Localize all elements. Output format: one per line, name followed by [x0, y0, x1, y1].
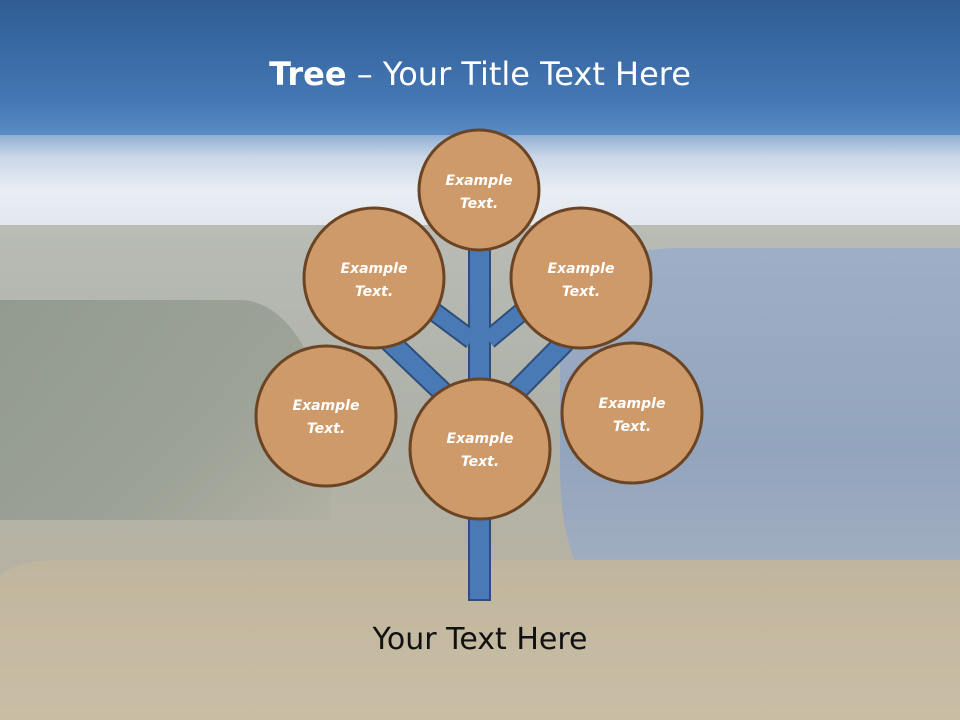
node-circle	[302, 206, 446, 350]
node-label-line2: Text.	[562, 284, 600, 300]
node-top: Example Text.	[417, 128, 541, 252]
node-label-line1: Example	[293, 398, 360, 414]
footer-text: Your Text Here	[372, 622, 588, 657]
node-label-line2: Text.	[613, 419, 651, 435]
node-label-line1: Example	[341, 261, 408, 277]
node-center: Example Text.	[408, 377, 552, 521]
node-circle	[408, 377, 552, 521]
title-bar	[0, 0, 960, 135]
node-label-line1: Example	[599, 396, 666, 412]
node-label-line2: Text.	[307, 421, 345, 437]
node-upper-left: Example Text.	[302, 206, 446, 350]
node-lower-right: Example Text.	[560, 341, 704, 485]
node-circle	[417, 128, 541, 252]
node-label-line2: Text.	[460, 196, 498, 212]
node-lower-left: Example Text.	[254, 344, 398, 488]
title-bold: Tree	[269, 55, 347, 93]
node-circle	[560, 341, 704, 485]
node-label-line2: Text.	[461, 454, 499, 470]
title-rest: Your Title Text Here	[382, 55, 691, 93]
title-dash: –	[346, 55, 383, 93]
node-label-line1: Example	[447, 431, 514, 447]
node-label-line1: Example	[446, 173, 513, 189]
slide-title: Tree – Your Title Text Here	[0, 52, 960, 96]
node-label-line1: Example	[548, 261, 615, 277]
node-circle	[254, 344, 398, 488]
node-label-line2: Text.	[355, 284, 393, 300]
node-circle	[509, 206, 653, 350]
node-upper-right: Example Text.	[509, 206, 653, 350]
